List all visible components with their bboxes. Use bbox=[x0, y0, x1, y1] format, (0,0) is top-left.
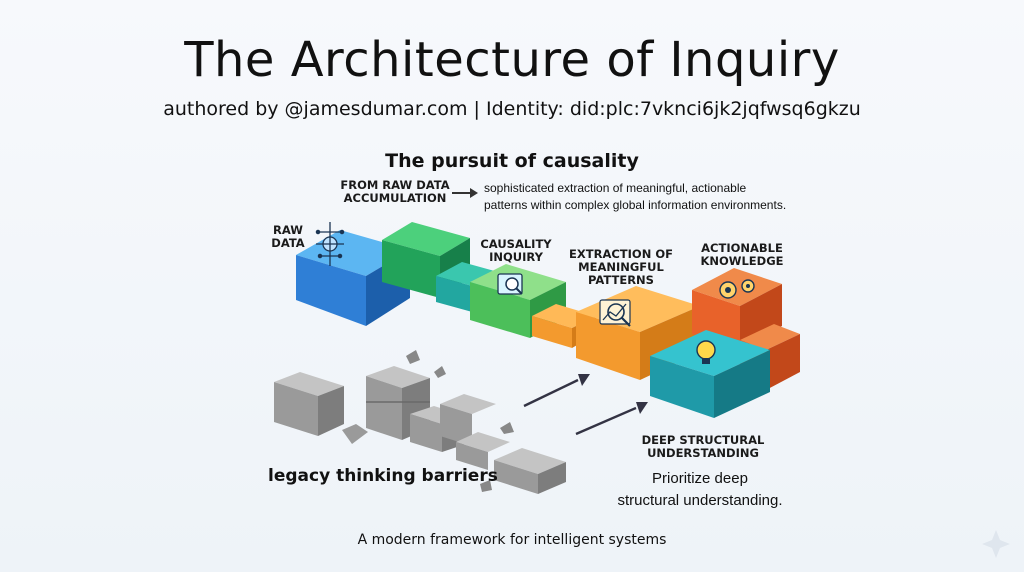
actionable-label: ACTIONABLE KNOWLEDGE bbox=[690, 242, 794, 268]
raw-data-line2: DATA bbox=[271, 236, 305, 250]
extraction-label: EXTRACTION OF MEANINGFUL PATTERNS bbox=[566, 248, 676, 287]
deep-desc-line1: Prioritize deep bbox=[652, 470, 748, 487]
actionable-block bbox=[692, 268, 782, 350]
deep-structural-label: DEEP STRUCTURAL UNDERSTANDING bbox=[636, 434, 770, 460]
causality-line1: CAUSALITY bbox=[480, 237, 552, 251]
from-desc-line2: patterns within complex global informati… bbox=[484, 198, 787, 212]
deep-line2: UNDERSTANDING bbox=[647, 446, 759, 460]
magnifier-pattern-icon bbox=[599, 299, 631, 327]
legacy-barrier-blocks bbox=[274, 350, 566, 494]
legacy-barriers-label: legacy thinking barriers bbox=[268, 466, 498, 486]
from-label-line2: ACCUMULATION bbox=[343, 191, 447, 205]
from-desc-line1: sophisticated extraction of meaningful, … bbox=[484, 181, 747, 195]
up-arrows bbox=[523, 374, 648, 436]
page-title: The Architecture of Inquiry bbox=[184, 32, 840, 88]
author-subtitle: authored by @jamesdumar.com | Identity: … bbox=[163, 98, 861, 120]
actionable-line2: KNOWLEDGE bbox=[700, 254, 784, 268]
deep-desc-line2: structural understanding. bbox=[617, 492, 783, 509]
causality-line2: INQUIRY bbox=[489, 250, 543, 264]
magnifier-chart-icon bbox=[497, 273, 523, 295]
from-label-line1: FROM RAW DATA bbox=[340, 178, 450, 192]
from-arrow bbox=[452, 188, 478, 198]
raw-data-line1: RAW bbox=[273, 223, 303, 237]
extraction-line2: MEANINGFUL bbox=[578, 260, 664, 274]
causality-label: CAUSALITY INQUIRY bbox=[476, 238, 556, 264]
extraction-line1: EXTRACTION OF bbox=[569, 247, 673, 261]
deep-line1: DEEP STRUCTURAL bbox=[641, 433, 765, 447]
footer-caption: A modern framework for intelligent syste… bbox=[357, 532, 667, 548]
sparkle-icon bbox=[982, 530, 1010, 558]
lightbulb-icon bbox=[696, 340, 716, 364]
circuit-icon bbox=[315, 222, 345, 266]
deep-description: Prioritize deep structural understanding… bbox=[580, 468, 820, 512]
gears-icon bbox=[719, 279, 755, 299]
from-description: sophisticated extraction of meaningful, … bbox=[484, 180, 814, 214]
extraction-line3: PATTERNS bbox=[588, 273, 654, 287]
actionable-line1: ACTIONABLE bbox=[701, 241, 783, 255]
diagram-heading: The pursuit of causality bbox=[385, 150, 639, 172]
raw-data-label: RAW DATA bbox=[268, 224, 308, 250]
from-raw-data-label: FROM RAW DATA ACCUMULATION bbox=[338, 179, 452, 205]
